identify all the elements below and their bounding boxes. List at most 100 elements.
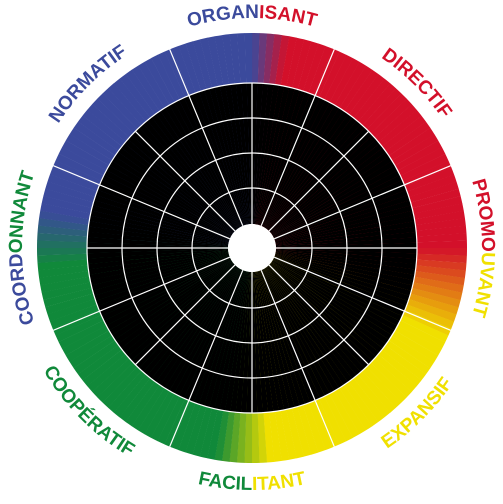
ring-cell xyxy=(355,147,387,173)
ring-cell xyxy=(139,342,167,373)
ring-cell xyxy=(88,264,124,275)
ring-cell xyxy=(151,162,181,188)
ring-cell xyxy=(339,281,374,298)
ring-cell xyxy=(311,241,347,247)
ring-cell xyxy=(380,264,416,276)
ring-cell xyxy=(376,281,412,297)
ring-cell xyxy=(258,342,265,378)
ring-cell xyxy=(309,261,345,273)
ring-cell xyxy=(158,229,194,239)
ring-cell xyxy=(192,248,229,252)
ring-cell xyxy=(186,330,208,363)
ring-cell xyxy=(345,226,381,236)
ring-cell xyxy=(117,323,149,349)
ring-cell xyxy=(131,194,166,212)
ring-cell xyxy=(332,179,365,201)
ring-cell xyxy=(311,255,347,264)
ring-cell xyxy=(245,307,251,343)
ring-cell xyxy=(377,205,413,219)
ring-cell xyxy=(378,273,414,286)
ring-cell xyxy=(267,265,294,294)
ring-cell xyxy=(203,372,219,408)
ring-cell xyxy=(141,175,174,198)
ring-cell xyxy=(337,287,371,306)
ring-cell xyxy=(306,270,340,288)
ring-cell xyxy=(168,200,201,220)
ring-cell xyxy=(264,267,286,299)
ring-cell xyxy=(158,226,194,237)
ring-cell xyxy=(299,328,321,361)
ring-cell xyxy=(276,301,295,335)
ring-cell xyxy=(165,205,199,224)
ring-cell xyxy=(245,153,251,189)
ring-cell xyxy=(188,368,207,403)
ring-cell xyxy=(225,193,243,227)
ring-cell xyxy=(127,206,163,221)
ring-cell xyxy=(275,252,311,262)
ring-cell xyxy=(274,228,310,242)
ring-cell xyxy=(121,247,158,253)
ring-cell xyxy=(139,179,172,201)
ring-cell xyxy=(234,190,246,226)
ring-cell xyxy=(301,195,333,217)
ring-cell xyxy=(154,159,183,186)
ring-cell xyxy=(114,151,147,176)
ring-cell xyxy=(265,155,277,191)
ring-cell xyxy=(305,364,325,399)
ring-cell xyxy=(255,342,261,378)
ring-cell xyxy=(330,298,363,321)
ring-cell xyxy=(194,230,230,242)
ring-cell xyxy=(261,118,270,154)
ring-cell xyxy=(197,221,231,239)
ring-cell xyxy=(199,167,221,199)
radial-line xyxy=(273,256,451,331)
ring-cell xyxy=(219,85,231,121)
ring-cell xyxy=(90,273,126,286)
ring-cell xyxy=(283,297,305,329)
ring-cell xyxy=(282,165,303,198)
ring-cell xyxy=(192,240,229,246)
ring-cell xyxy=(342,272,378,286)
ring-cell xyxy=(193,369,211,405)
ring-cell xyxy=(302,197,335,219)
ring-cell xyxy=(307,323,332,354)
ring-cell xyxy=(274,254,310,266)
ring-cell xyxy=(263,268,284,300)
ring-cell xyxy=(314,150,341,179)
ring-cell xyxy=(246,377,252,413)
ring-cell xyxy=(316,153,345,181)
ring-cell xyxy=(277,374,290,410)
ring-cell xyxy=(301,366,321,401)
ring-cell xyxy=(338,284,373,302)
ring-cell xyxy=(243,118,249,154)
ring-cell xyxy=(305,205,339,224)
ring-cell xyxy=(329,172,361,196)
ring-cell xyxy=(143,172,175,196)
ring-cell xyxy=(202,213,233,235)
ring-cell xyxy=(349,330,380,357)
ring-cell xyxy=(276,338,290,374)
ring-cell xyxy=(123,222,159,233)
ring-cell xyxy=(278,162,297,196)
ring-cell xyxy=(87,231,123,240)
ring-cell xyxy=(275,253,311,264)
ring-cell xyxy=(124,330,155,357)
ring-cell xyxy=(174,282,205,306)
ring-cell xyxy=(270,208,299,233)
ring-cell xyxy=(205,208,234,233)
ring-cell xyxy=(248,307,252,343)
ring-cell xyxy=(236,189,247,225)
ring-cell xyxy=(311,235,347,243)
ring-cell xyxy=(337,123,365,154)
ring-cell xyxy=(273,257,307,275)
ring-cell xyxy=(156,247,193,252)
ring-cell xyxy=(241,377,248,413)
ring-cell xyxy=(281,373,295,409)
radial-line xyxy=(260,269,335,447)
ring-cell xyxy=(304,139,328,171)
ring-cell xyxy=(372,184,407,203)
ring-cell xyxy=(188,93,207,128)
ring-cell xyxy=(290,293,315,322)
